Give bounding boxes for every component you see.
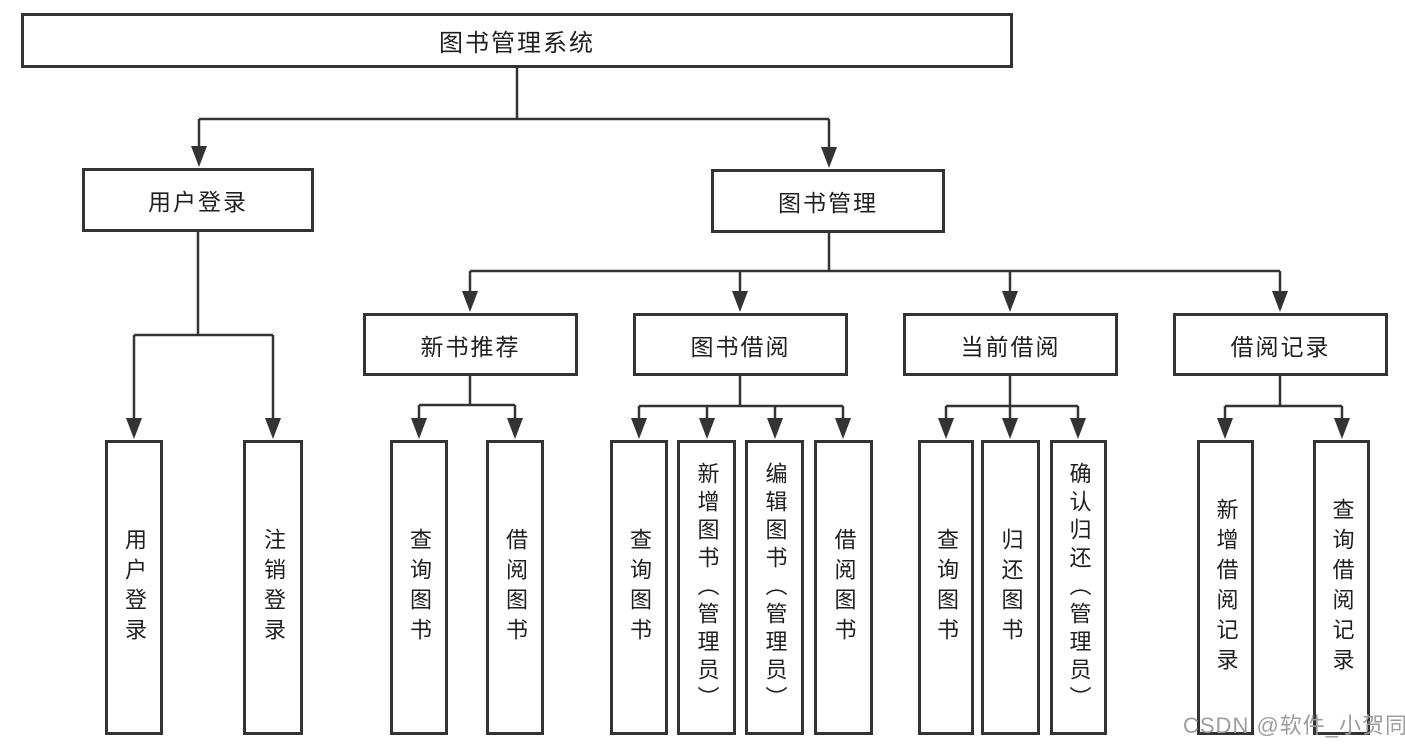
leaf-query-borrow-record: 查询借阅记录 — [1313, 440, 1370, 735]
csdn-watermark: CSDN @软件_小贺同学 — [1183, 713, 1405, 738]
node-book-management: 图书管理 — [711, 169, 945, 233]
leaf-borrow-books: 借阅图书 — [814, 440, 873, 735]
node-new-book-recommend: 新书推荐 — [363, 313, 578, 376]
leaf-query-books-recommend: 查询图书 — [390, 440, 448, 735]
leaf-logout: 注销登录 — [243, 440, 303, 735]
leaf-borrow-books-recommend: 借阅图书 — [486, 440, 544, 735]
leaf-query-books-current: 查询图书 — [918, 440, 974, 735]
node-book-borrow: 图书借阅 — [633, 313, 848, 376]
leaf-add-borrow-record: 新增借阅记录 — [1197, 440, 1254, 735]
tree-edges — [132, 68, 1344, 422]
arrowhead-icons — [126, 146, 1350, 439]
node-borrow-records: 借阅记录 — [1173, 313, 1388, 376]
node-current-borrow: 当前借阅 — [903, 313, 1118, 376]
leaf-edit-books-admin: 编辑图书（管理员） — [745, 440, 804, 735]
leaf-return-books: 归还图书 — [981, 440, 1040, 735]
leaf-add-books-admin: 新增图书（管理员） — [677, 440, 736, 735]
leaf-query-books-borrow: 查询图书 — [610, 440, 668, 735]
leaf-user-login: 用户登录 — [105, 440, 163, 735]
node-root-system: 图书管理系统 — [21, 13, 1013, 68]
leaf-confirm-return-admin: 确认归还（管理员） — [1050, 440, 1107, 735]
node-user-login: 用户登录 — [82, 168, 314, 232]
